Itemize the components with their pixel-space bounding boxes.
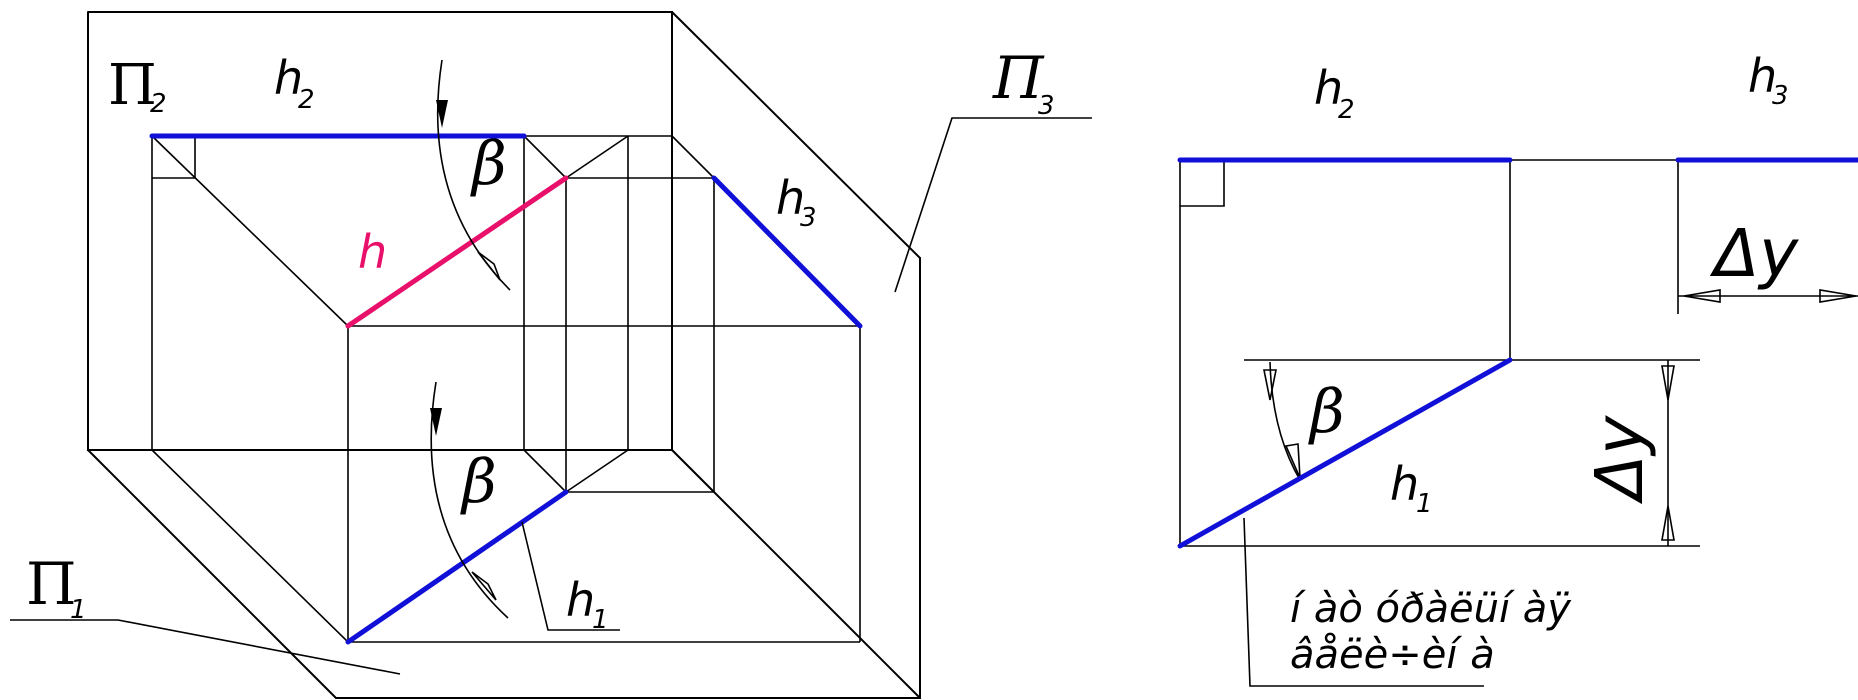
leader-line-h1 <box>521 521 620 631</box>
leader-line-p1 <box>10 619 401 675</box>
label-h2: h <box>274 51 303 105</box>
construction-line <box>523 449 567 493</box>
construction-lines <box>151 135 861 643</box>
right-figure: h 2 h 3 Δy Δy β h 1 í àò óðàëüí àÿ âåëè÷… <box>1177 49 1858 687</box>
label-h1-sub: 1 <box>592 605 609 635</box>
label-h1: h <box>566 573 595 627</box>
arrow-head-icon <box>1661 505 1675 541</box>
horizontal-plane-left-edge <box>87 449 337 699</box>
construction-line <box>671 135 715 179</box>
label-h3-sub: 3 <box>800 203 817 233</box>
leader-line-p3 <box>894 117 1092 293</box>
label-h3-right-sub: 3 <box>1772 81 1789 111</box>
arrow-head-icon <box>1661 365 1675 401</box>
arrow-head-icon <box>1819 289 1857 303</box>
arrow-head-icon <box>1263 369 1277 401</box>
arrow-head-icon <box>430 408 442 436</box>
label-h2-right-sub: 2 <box>1338 95 1355 125</box>
label-h1-right: h <box>1390 457 1419 511</box>
construction-line <box>565 135 629 179</box>
arrow-head-icon <box>471 571 497 601</box>
label-plane-profile: Π <box>992 44 1045 112</box>
construction-lines-right <box>1179 159 1858 687</box>
label-plane-frontal-sub: 2 <box>150 89 167 119</box>
label-beta-right: β <box>1308 377 1345 447</box>
label-plane-horizontal: Π <box>26 550 77 618</box>
construction-line <box>151 135 349 327</box>
label-h2-sub: 2 <box>298 85 315 115</box>
label-true-line-h: h <box>358 225 387 279</box>
label-plane-horizontal-sub: 1 <box>70 595 87 625</box>
caption-line-1: í àò óðàëüí àÿ <box>1290 586 1572 632</box>
label-beta-bottom: β <box>460 447 497 517</box>
profile-plane-top-edge <box>671 11 921 259</box>
arrow-head-icon <box>1683 289 1721 303</box>
right-angle-mark <box>1180 160 1225 207</box>
construction-line <box>523 135 567 179</box>
construction-line <box>151 449 349 643</box>
arrow-head-icon <box>477 251 501 281</box>
angle-arc <box>430 381 509 619</box>
label-h1-right-sub: 1 <box>1416 489 1433 519</box>
label-plane-profile-sub: 3 <box>1038 91 1055 121</box>
projection-h1 <box>345 489 569 645</box>
left-figure: Π 2 h 2 Π 3 h 3 h β β h 1 Π 1 <box>10 11 1092 699</box>
label-delta-y-top: Δy <box>1709 215 1799 292</box>
projection-h1-right <box>1177 357 1513 549</box>
projection-h3 <box>711 175 863 329</box>
label-h3-right: h <box>1748 49 1777 103</box>
right-angle-mark <box>152 136 196 179</box>
label-plane-frontal: Π <box>108 53 157 118</box>
plane-outlines <box>87 11 921 699</box>
leader-line-caption <box>1243 517 1484 687</box>
true-line-h <box>345 175 569 329</box>
label-beta-top: β <box>470 129 507 199</box>
construction-line <box>671 449 715 493</box>
label-h2-right: h <box>1314 61 1343 115</box>
angle-beta-top <box>436 59 511 291</box>
construction-line <box>565 449 629 493</box>
label-delta-y-side: Δy <box>1581 415 1658 505</box>
angle-arc-beta <box>1269 361 1301 481</box>
label-h3: h <box>776 171 805 225</box>
arrow-head-icon <box>1284 443 1301 479</box>
arrow-head-icon <box>436 100 448 128</box>
caption-line-2: âåëè÷èí à <box>1290 632 1495 678</box>
angle-beta-bottom <box>430 381 509 619</box>
